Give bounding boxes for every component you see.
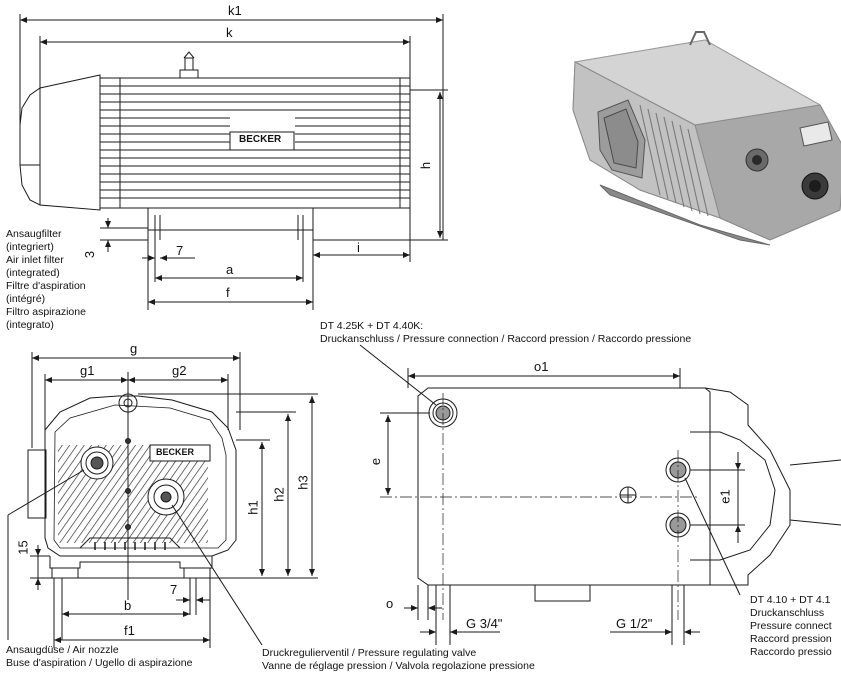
note-line: Druckanschluss (750, 607, 825, 619)
front-feet (49, 556, 213, 569)
leader-dt410 (684, 477, 741, 596)
label-h1: h1 (245, 500, 261, 515)
note-line: DT 4.25K + DT 4.40K: (320, 320, 424, 332)
label-h: h (418, 161, 434, 170)
note-line: (integrated) (6, 267, 60, 279)
note-line: Air inlet filter (6, 254, 64, 266)
label-7-side: 7 (176, 243, 184, 258)
note-line: Druckregulierventil / Pressure regulatin… (262, 647, 477, 659)
top-view (359, 344, 841, 645)
note-line: DT 4.10 + DT 4.1 (750, 594, 831, 606)
brand-logo-side: BECKER (239, 134, 282, 145)
label-o: o (386, 596, 394, 611)
label-e: e (368, 457, 384, 466)
leader-dt425 (359, 344, 437, 406)
note-line: Ansaugdüse / Air nozzle (6, 644, 119, 656)
note-line: Ansaugfilter (6, 228, 62, 240)
note-line: Druckanschluss / Pressure connection / R… (320, 333, 692, 345)
label-15: 15 (15, 540, 31, 555)
front-view (7, 352, 318, 648)
label-g: g (130, 341, 138, 356)
label-e1: e1 (717, 489, 733, 504)
note-line: Pressure connect (750, 620, 832, 632)
brand-logo-front: BECKER (156, 447, 195, 457)
note-line: Raccord pression (750, 633, 832, 645)
label-b: b (124, 598, 132, 613)
note-line: (integrato) (6, 319, 54, 331)
note-line: Vanne de réglage pression / Valvola rego… (262, 660, 535, 672)
top-body (417, 387, 711, 586)
label-g1: g1 (80, 363, 95, 378)
brand-plate-front (149, 444, 211, 462)
pump-photo (572, 31, 841, 246)
note-line: Buse d'aspiration / Ugello di aspirazion… (6, 657, 193, 669)
note-line: (integriert) (6, 241, 54, 253)
lifting-eye-side (179, 51, 199, 78)
note-line: Raccordo pressio (750, 646, 832, 658)
side-view (19, 14, 448, 310)
leader-pressure-valve (171, 504, 263, 646)
brand-plate-side (229, 131, 295, 151)
label-a: a (226, 262, 234, 277)
label-h2: h2 (271, 487, 287, 502)
label-g2: g2 (172, 363, 187, 378)
air-nozzle-stub (27, 449, 47, 519)
front-body (44, 395, 237, 557)
inlet-filter-nose (19, 87, 41, 206)
label-k1: k1 (228, 3, 242, 18)
label-g34: G 3/4" (466, 616, 503, 631)
label-f1: f1 (124, 623, 135, 638)
label-i: i (357, 240, 360, 255)
note-line: Filtro aspirazione (6, 306, 86, 318)
note-line: Filtre d'aspiration (6, 280, 86, 292)
note-line: (intégré) (6, 293, 46, 305)
lifting-eye-front (118, 393, 138, 413)
note-air-nozzle: Ansaugdüse / Air nozzle Buse d'aspiratio… (6, 644, 192, 670)
leader-air-nozzle (7, 469, 85, 516)
note-inlet-filter: Ansaugfilter (integriert) Air inlet filt… (6, 228, 86, 332)
label-7-front: 7 (170, 582, 178, 597)
label-o1: o1 (534, 359, 549, 374)
foot-side (147, 207, 314, 231)
label-g12: G 1/2" (616, 616, 653, 631)
label-h3: h3 (295, 475, 311, 490)
label-f: f (226, 285, 230, 300)
note-dt425-connection: DT 4.25K + DT 4.40K: Druckanschluss / Pr… (320, 320, 691, 346)
note-dt410-connection: DT 4.10 + DT 4.1 Druckanschluss Pressure… (750, 594, 841, 659)
note-pressure-valve: Druckregulierventil / Pressure regulatin… (262, 647, 535, 673)
label-k: k (226, 25, 233, 40)
front-cover (39, 74, 101, 211)
